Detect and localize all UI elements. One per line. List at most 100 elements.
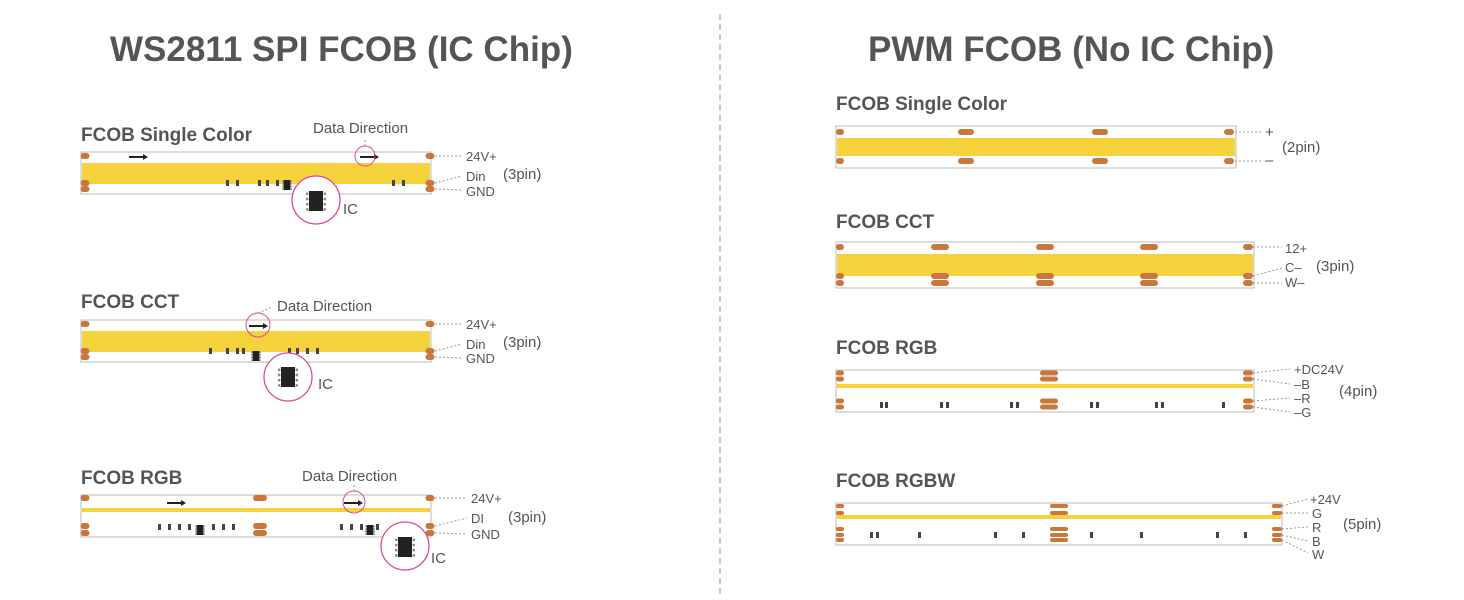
- left-1-magnified-chip: [309, 191, 323, 211]
- left-2-end-pad-2: [425, 354, 435, 360]
- left-2-chip-pin-l0: [251, 351, 253, 353]
- right-item-3-pin-4: –G: [1294, 405, 1312, 420]
- left-2-arrow-head: [263, 323, 268, 329]
- right-3-start-pad-0: [836, 370, 844, 376]
- right-item-3-pin-1: +DC24V: [1294, 362, 1344, 377]
- left-3-chip-b-pin-r0: [373, 525, 375, 527]
- right-2-pad-bottom-1: [1036, 280, 1054, 286]
- right-4-start-pad-4: [836, 538, 844, 542]
- left-3-chip-b-pin-r3: [373, 533, 375, 535]
- right-3-pad-0-0: [1040, 370, 1058, 376]
- left-2-magnified-chip: [281, 367, 295, 387]
- left-2-end-pad-1: [425, 348, 435, 354]
- right-3-parts-6: [1090, 402, 1093, 408]
- left-3-lead-2: [434, 532, 468, 535]
- left-2-start-pad-2: [80, 354, 90, 360]
- right-3-parts-4: [1010, 402, 1013, 408]
- left-3-magnified-chip-pin-r2: [412, 549, 415, 552]
- left-1-chip-pin-l2: [282, 186, 284, 188]
- right-3-parts-3: [946, 402, 949, 408]
- left-1-parts-6: [402, 180, 405, 186]
- left-1-arrow-a-head: [143, 154, 148, 160]
- right-2-lead-1: [1252, 267, 1283, 277]
- right-2-end-pad-2: [1243, 280, 1253, 286]
- right-3-end-pad-3: [1243, 404, 1253, 410]
- left-1-parts-4: [276, 180, 279, 186]
- left-3-chip-b-pin-l1: [365, 528, 367, 530]
- left-2-chip-pin-l3: [251, 359, 253, 361]
- right-3-pad-0-2: [1040, 398, 1058, 404]
- right-2-pad-mid-2: [1140, 273, 1158, 279]
- right-4-strip-phosphor: [837, 515, 1281, 519]
- left-item-1-title: FCOB Single Color: [81, 125, 252, 146]
- right-1-pad-bottom-1: [1092, 158, 1108, 164]
- left-3-lead-1: [434, 517, 468, 527]
- left-3-parts-2: [178, 524, 181, 530]
- left-item-2-ic-label: IC: [318, 376, 333, 393]
- left-1-magnified-chip-pin-l2: [306, 203, 309, 206]
- left-2-magnified-chip-pin-l0: [278, 368, 281, 371]
- left-1-chip-pin-l3: [282, 188, 284, 190]
- left-3-strip-phosphor: [82, 508, 430, 512]
- right-3-parts-0: [880, 402, 883, 408]
- left-3-chip-a-pin-r0: [203, 525, 205, 527]
- right-3-lead-2: [1252, 397, 1291, 402]
- right-3-start-pad-3: [836, 404, 844, 410]
- right-4-start-pad-2: [836, 527, 844, 531]
- left-3-chip-a-pin-l1: [195, 528, 197, 530]
- right-4-parts-8: [1244, 532, 1247, 538]
- left-3-chip-b-pin-l3: [365, 533, 367, 535]
- left-3-mid-pad-0: [253, 495, 267, 501]
- left-2-magnified-chip-pin-l2: [278, 379, 281, 382]
- left-1-end-pad-2: [425, 186, 435, 192]
- left-3-arrow-b-head: [358, 500, 363, 506]
- right-3-parts-10: [1222, 402, 1225, 408]
- right-3-end-pad-0: [1243, 370, 1253, 376]
- left-2-start-pad-0: [80, 321, 90, 327]
- left-3-start-pad-1: [80, 523, 90, 529]
- right-3-parts-1: [885, 402, 888, 408]
- left-2-chip-pin-r3: [259, 359, 261, 361]
- left-2-lead-1: [434, 343, 463, 352]
- right-item-1-pin-2: –: [1265, 152, 1274, 169]
- left-item-3-pin-2: DI: [471, 511, 484, 526]
- left-2-parts-6: [306, 348, 309, 354]
- right-4-parts-3: [994, 532, 997, 538]
- right-item-2-title: FCOB CCT: [836, 212, 935, 233]
- left-item-2-pin-3: GND: [466, 351, 495, 366]
- left-item-1-data-direction: Data Direction: [313, 120, 409, 137]
- right-3-parts-2: [940, 402, 943, 408]
- left-2-magnified-chip-pin-r1: [295, 373, 298, 377]
- left-1-start-pad-1: [80, 180, 90, 186]
- left-item-1-pin-count: (3pin): [503, 166, 542, 183]
- left-1-parts-2: [258, 180, 261, 186]
- left-1-parts-0: [226, 180, 229, 186]
- right-3-parts-7: [1096, 402, 1099, 408]
- right-2-pad-top-0: [931, 244, 949, 250]
- left-item-2-pin-1: 24V+: [466, 317, 497, 332]
- left-2-parts-2: [236, 348, 239, 354]
- left-3-parts-5: [222, 524, 225, 530]
- left-item-1-ic-label: IC: [343, 201, 358, 218]
- left-3-parts-0: [158, 524, 161, 530]
- right-item-4-pin-5: W: [1312, 547, 1325, 562]
- right-4-parts-2: [918, 532, 921, 538]
- left-3-chip-a-pin-l3: [195, 533, 197, 535]
- right-4-pad-0-3: [1050, 533, 1068, 537]
- right-item-1-title: FCOB Single Color: [836, 94, 1007, 115]
- left-1-start-pad-0: [80, 153, 90, 159]
- left-3-magnified-chip-pin-r3: [412, 554, 415, 557]
- right-item-3-pin-3: –R: [1294, 391, 1311, 406]
- right-3-lead-3: [1252, 406, 1291, 413]
- left-item-3-ic-label: IC: [431, 550, 446, 567]
- right-item-2-pin-count: (3pin): [1316, 258, 1355, 275]
- right-4-end-pad-4: [1272, 538, 1282, 542]
- right-4-end-pad-3: [1272, 533, 1282, 537]
- left-2-magnified-chip-pin-r2: [295, 379, 298, 382]
- left-2-magnified-chip-pin-l1: [278, 373, 281, 377]
- left-3-magnified-chip-pin-l1: [395, 543, 398, 547]
- left-2-chip-pin-r0: [259, 351, 261, 353]
- left-3-chip-a-pin-l0: [195, 525, 197, 527]
- right-4-lead-4: [1281, 539, 1309, 554]
- right-1-strip-phosphor: [837, 138, 1235, 156]
